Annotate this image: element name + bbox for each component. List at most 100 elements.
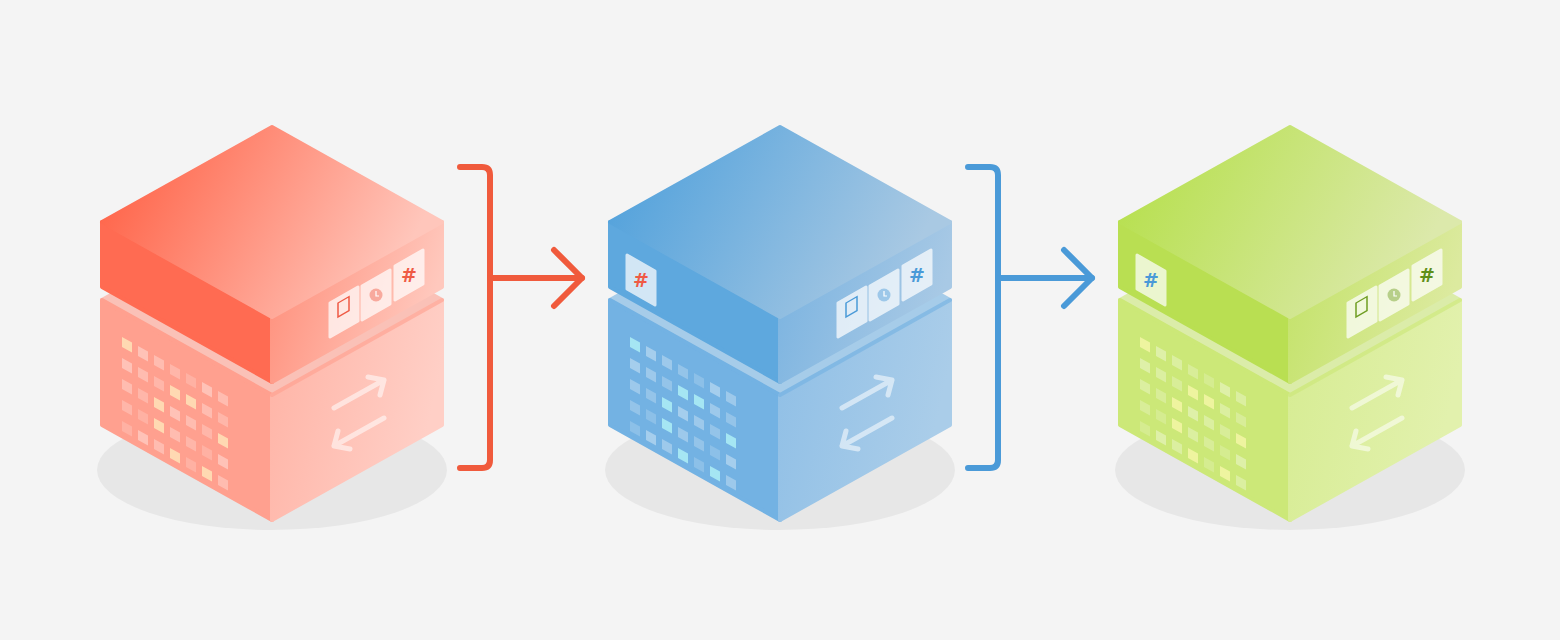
clock-hand: [376, 291, 379, 296]
hash-icon: #: [903, 263, 931, 287]
grid-cell: [1236, 475, 1246, 491]
clipboard-icon: [338, 297, 349, 317]
cube-node: #: [102, 125, 490, 525]
clock-hand: [884, 291, 887, 296]
cube: [97, 127, 447, 530]
grid-cell: [646, 430, 656, 446]
grid-cell: [218, 475, 228, 491]
grid-cell: [726, 391, 736, 407]
grid-cell: [218, 391, 228, 407]
grid-cell: [1188, 406, 1198, 422]
grid-cell: [694, 373, 704, 389]
grid-cell: [1188, 448, 1198, 464]
icon-tile: [838, 287, 866, 337]
grid-cell: [170, 364, 180, 380]
grid-cell: [1220, 424, 1230, 440]
grid-cell: [1204, 457, 1214, 473]
grid-cell: [202, 445, 212, 461]
grid-cell: [122, 400, 132, 416]
grid-cell: [138, 346, 148, 362]
flow-arrow: [490, 250, 582, 306]
grid-cell: [630, 400, 640, 416]
exchange-arrows: [842, 377, 892, 449]
icon-tile: [627, 255, 655, 305]
grid-cell: [1204, 415, 1214, 431]
grid-cell: [646, 346, 656, 362]
grid-cell: [646, 367, 656, 383]
grid-cell: [154, 376, 164, 392]
grid-cell: [122, 421, 132, 437]
grid-cell: [170, 427, 180, 443]
flow-arrow: [998, 250, 1092, 306]
grid-cell: [678, 406, 688, 422]
grid-cell: [1140, 358, 1150, 374]
grid-cell: [154, 439, 164, 455]
hash-icon: #: [1413, 263, 1441, 287]
grid-cell: [1140, 400, 1150, 416]
grid-cell: [694, 436, 704, 452]
grid-cell: [1172, 376, 1182, 392]
grid-cell: [1156, 430, 1166, 446]
grid-cell: [726, 433, 736, 449]
grid-cell: [1220, 445, 1230, 461]
grid-cell: [630, 337, 640, 353]
grid-cell: [1156, 409, 1166, 425]
grid-cell: [710, 403, 720, 419]
grid-cell: [186, 436, 196, 452]
grid-cell: [1156, 388, 1166, 404]
grid-cell: [170, 385, 180, 401]
grid-cell: [1172, 439, 1182, 455]
grid-cell: [186, 457, 196, 473]
grid-cell: [170, 406, 180, 422]
grid-cell: [1188, 385, 1198, 401]
grid-cell: [1236, 412, 1246, 428]
grid-cell: [678, 385, 688, 401]
grid-cell: [138, 430, 148, 446]
grid-cell: [154, 397, 164, 413]
grid-cell: [630, 421, 640, 437]
grid-cell: [662, 439, 672, 455]
grid-cell: [694, 394, 704, 410]
icon-tile: [1413, 250, 1441, 300]
grid-cell: [1156, 346, 1166, 362]
grid-cell: [186, 373, 196, 389]
grid-cell: [154, 355, 164, 371]
icon-tile: [1348, 287, 1376, 337]
grid-cell: [138, 367, 148, 383]
grid-cell: [710, 382, 720, 398]
grid-cell: [662, 376, 672, 392]
grid-cell: [694, 457, 704, 473]
grid-cell: [646, 388, 656, 404]
grid-cell: [710, 424, 720, 440]
grid-cell: [1140, 421, 1150, 437]
arrow-head: [1064, 250, 1092, 306]
grid-cell: [1204, 394, 1214, 410]
grid-cell: [726, 475, 736, 491]
arrow-shaft: [490, 275, 582, 281]
hash-icon: #: [395, 263, 423, 287]
grid-cell: [662, 397, 672, 413]
grid-cell: [678, 427, 688, 443]
data-grid: [122, 337, 228, 491]
grid-cell: [202, 382, 212, 398]
grid-cell: [218, 433, 228, 449]
arrow-head: [554, 250, 582, 306]
hash-icon: #: [627, 268, 655, 292]
grid-cell: [1188, 364, 1198, 380]
grid-cell: [726, 412, 736, 428]
data-grid: [1140, 337, 1246, 491]
grid-cell: [646, 409, 656, 425]
grid-cell: [1236, 433, 1246, 449]
grid-cell: [1156, 367, 1166, 383]
grid-cell: [694, 415, 704, 431]
grid-cell: [1220, 403, 1230, 419]
grid-cell: [186, 394, 196, 410]
data-grid: [630, 337, 736, 491]
grid-cell: [1140, 379, 1150, 395]
exchange-arrows: [1352, 377, 1402, 449]
grid-cell: [1236, 454, 1246, 470]
grid-cell: [630, 379, 640, 395]
icon-tile: [870, 270, 898, 320]
grid-cell: [122, 379, 132, 395]
